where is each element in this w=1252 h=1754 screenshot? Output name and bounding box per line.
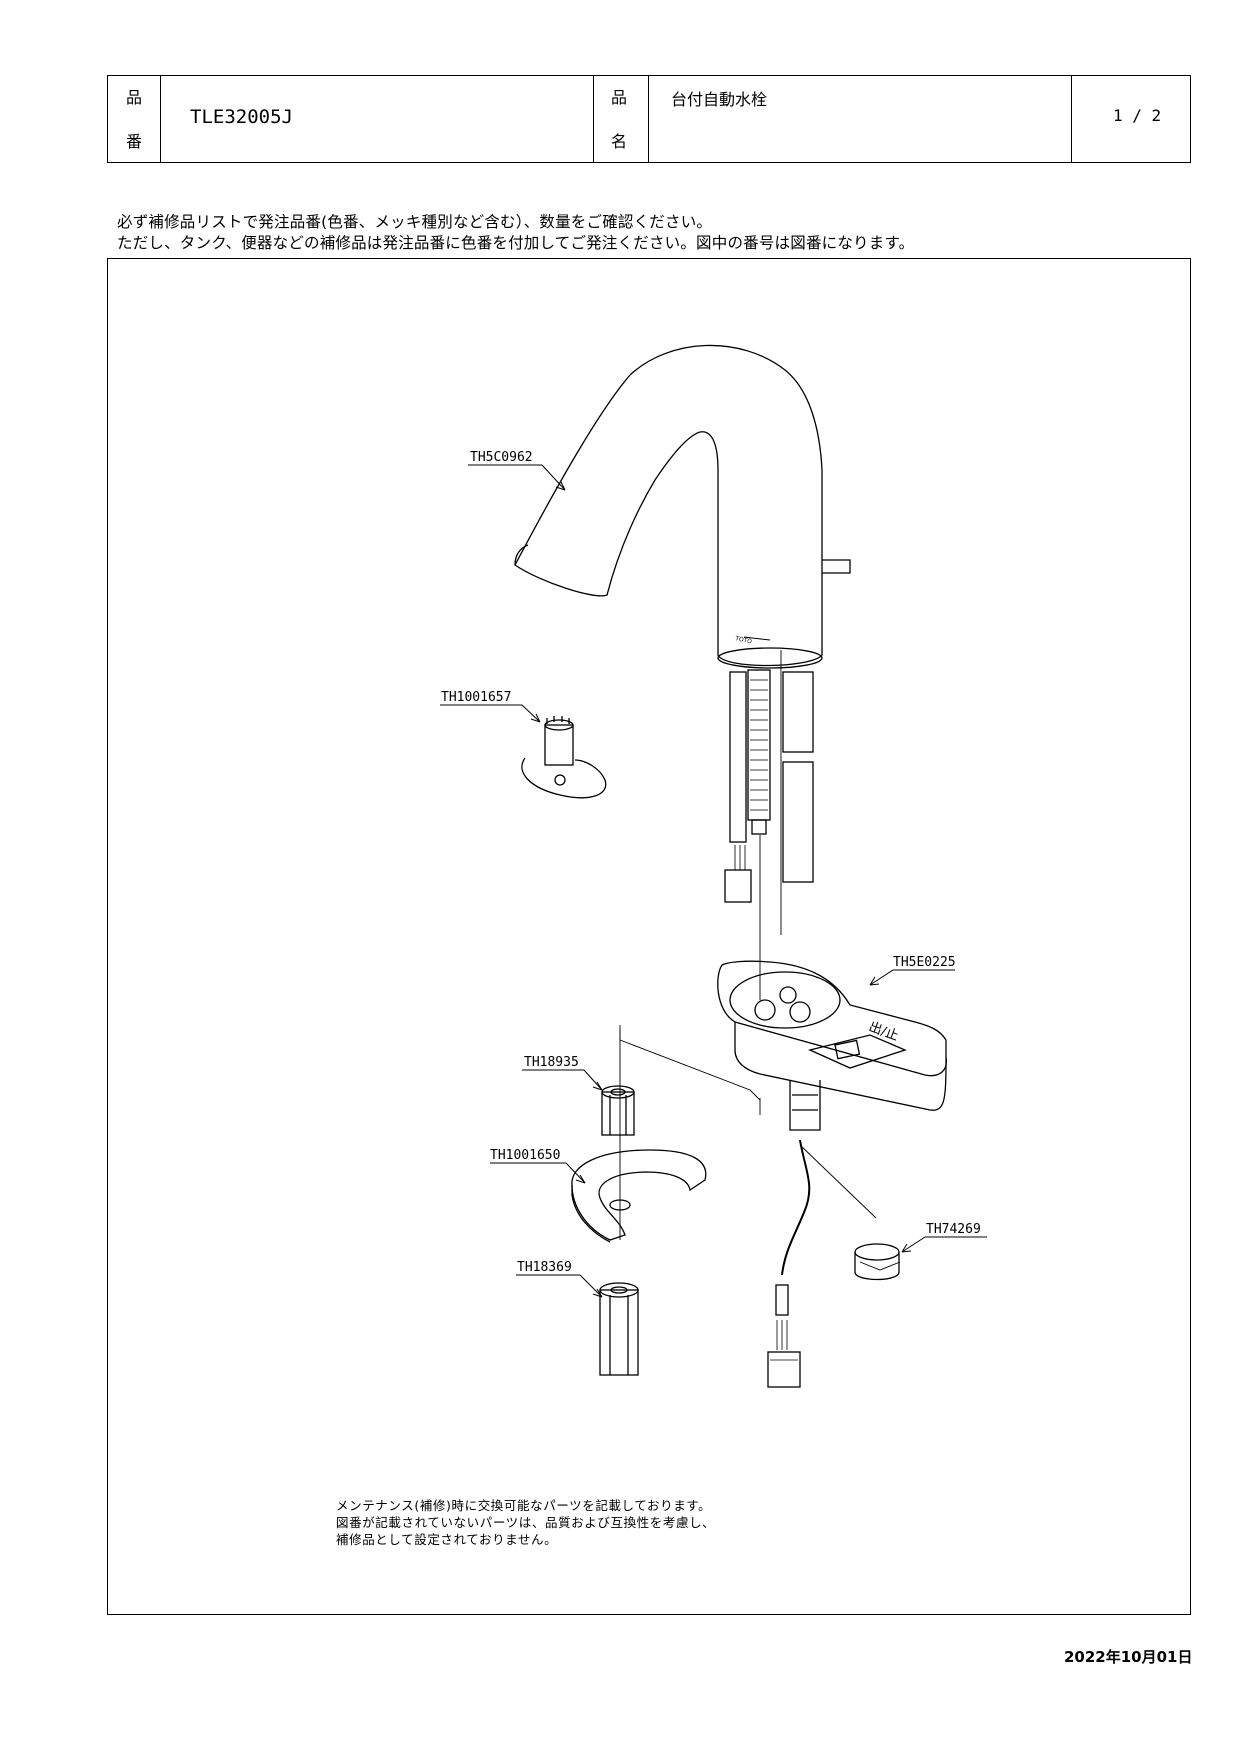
page-indicator: 1 / 2 xyxy=(1113,106,1162,125)
part-label-key: TH1001657 xyxy=(441,690,511,705)
cable-drawing xyxy=(767,1139,811,1388)
product-name: 台付自動水栓 xyxy=(671,90,768,109)
clamp-drawing xyxy=(854,1243,901,1281)
header-divider xyxy=(648,76,649,162)
hinmei-label-2: 名 xyxy=(611,132,628,151)
header-divider xyxy=(160,76,161,162)
svg-text:TOTO: TOTO xyxy=(734,635,753,646)
header-divider xyxy=(1071,76,1072,162)
part-label-sensor-base: TH5E0225 xyxy=(893,955,956,970)
bracket-drawing xyxy=(571,1149,707,1243)
issue-date: 2022年10月01日 xyxy=(1064,1648,1193,1666)
nut-drawing xyxy=(601,1085,635,1136)
hinmei-label-1: 品 xyxy=(611,88,628,107)
header-divider xyxy=(593,76,594,162)
hose-drawing xyxy=(724,669,814,903)
part-number: TLE32005J xyxy=(190,106,293,128)
maintenance-line-3: 補修品として設定されておりません。 xyxy=(336,1532,558,1547)
hinban-label-2: 番 xyxy=(126,132,143,151)
part-label-spout: TH5C0962 xyxy=(470,450,533,465)
part-label-bracket: TH1001650 xyxy=(490,1148,560,1163)
notice-line-1: 必ず補修品リストで発注品番(色番、メッキ種別など含む）、数量をご確認ください。 xyxy=(117,213,713,231)
key-tool-drawing xyxy=(521,716,607,799)
spout-drawing: TOTO xyxy=(514,344,851,669)
long-nut-drawing xyxy=(599,1282,639,1376)
leader-lines xyxy=(440,464,987,1298)
part-label-long-nut: TH18369 xyxy=(517,1260,572,1275)
maintenance-line-1: メンテナンス(補修)時に交換可能なパーツを記載しております。 xyxy=(336,1498,712,1513)
hinban-label-1: 品 xyxy=(126,88,143,107)
part-label-clamp: TH74269 xyxy=(926,1222,981,1237)
sensor-base-drawing xyxy=(717,960,947,1131)
drawing-frame xyxy=(107,258,1191,1615)
part-label-nut: TH18935 xyxy=(524,1055,579,1070)
maintenance-line-2: 図番が記載されていないパーツは、品質および互換性を考慮し、 xyxy=(336,1515,716,1530)
header-table: 品 番 TLE32005J 品 名 台付自動水栓 1 / 2 xyxy=(107,75,1191,163)
notice-line-2: ただし、タンク、便器などの補修品は発注品番に色番を付加してご発注ください。図中の… xyxy=(117,234,915,252)
